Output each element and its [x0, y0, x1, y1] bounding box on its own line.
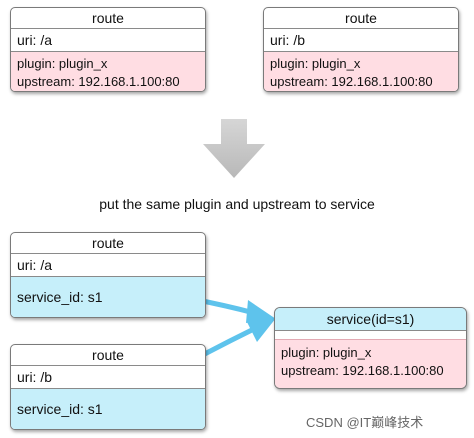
route-card-a-top: route uri: /a plugin: plugin_x upstream:… [10, 7, 206, 92]
route-upstream: upstream: 192.168.1.100:80 [270, 74, 433, 89]
service-title: service(id=s1) [275, 308, 466, 331]
arrow-head-b [247, 318, 276, 342]
service-upstream: upstream: 192.168.1.100:80 [281, 363, 444, 378]
route-service-id: service_id: s1 [11, 389, 205, 429]
route-uri: uri: /b [11, 366, 205, 389]
diagram-caption: put the same plugin and upstream to serv… [99, 196, 375, 212]
route-service-id: service_id: s1 [11, 277, 205, 317]
route-upstream: upstream: 192.168.1.100:80 [17, 74, 180, 89]
route-title: route [264, 8, 458, 29]
service-config: plugin: plugin_x upstream: 192.168.1.100… [275, 339, 466, 388]
route-config: plugin: plugin_x upstream: 192.168.1.100… [264, 52, 458, 91]
arrow-head-a [246, 300, 276, 323]
route-uri: uri: /a [11, 29, 205, 52]
down-arrow-icon [203, 119, 265, 178]
route-uri: uri: /b [264, 29, 458, 52]
route-card-b-bottom: route uri: /b service_id: s1 [10, 344, 206, 430]
route-card-a-bottom: route uri: /a service_id: s1 [10, 232, 206, 318]
route-title: route [11, 345, 205, 366]
route-config: plugin: plugin_x upstream: 192.168.1.100… [11, 52, 205, 91]
service-plugin: plugin: plugin_x [281, 345, 372, 360]
route-card-b-top: route uri: /b plugin: plugin_x upstream:… [263, 7, 459, 92]
route-title: route [11, 8, 205, 29]
route-plugin: plugin: plugin_x [270, 56, 361, 71]
route-title: route [11, 233, 205, 254]
service-card: service(id=s1) plugin: plugin_x upstream… [274, 307, 467, 389]
route-plugin: plugin: plugin_x [17, 56, 108, 71]
route-uri: uri: /a [11, 254, 205, 277]
watermark: CSDN @IT巅峰技术 [306, 415, 424, 430]
